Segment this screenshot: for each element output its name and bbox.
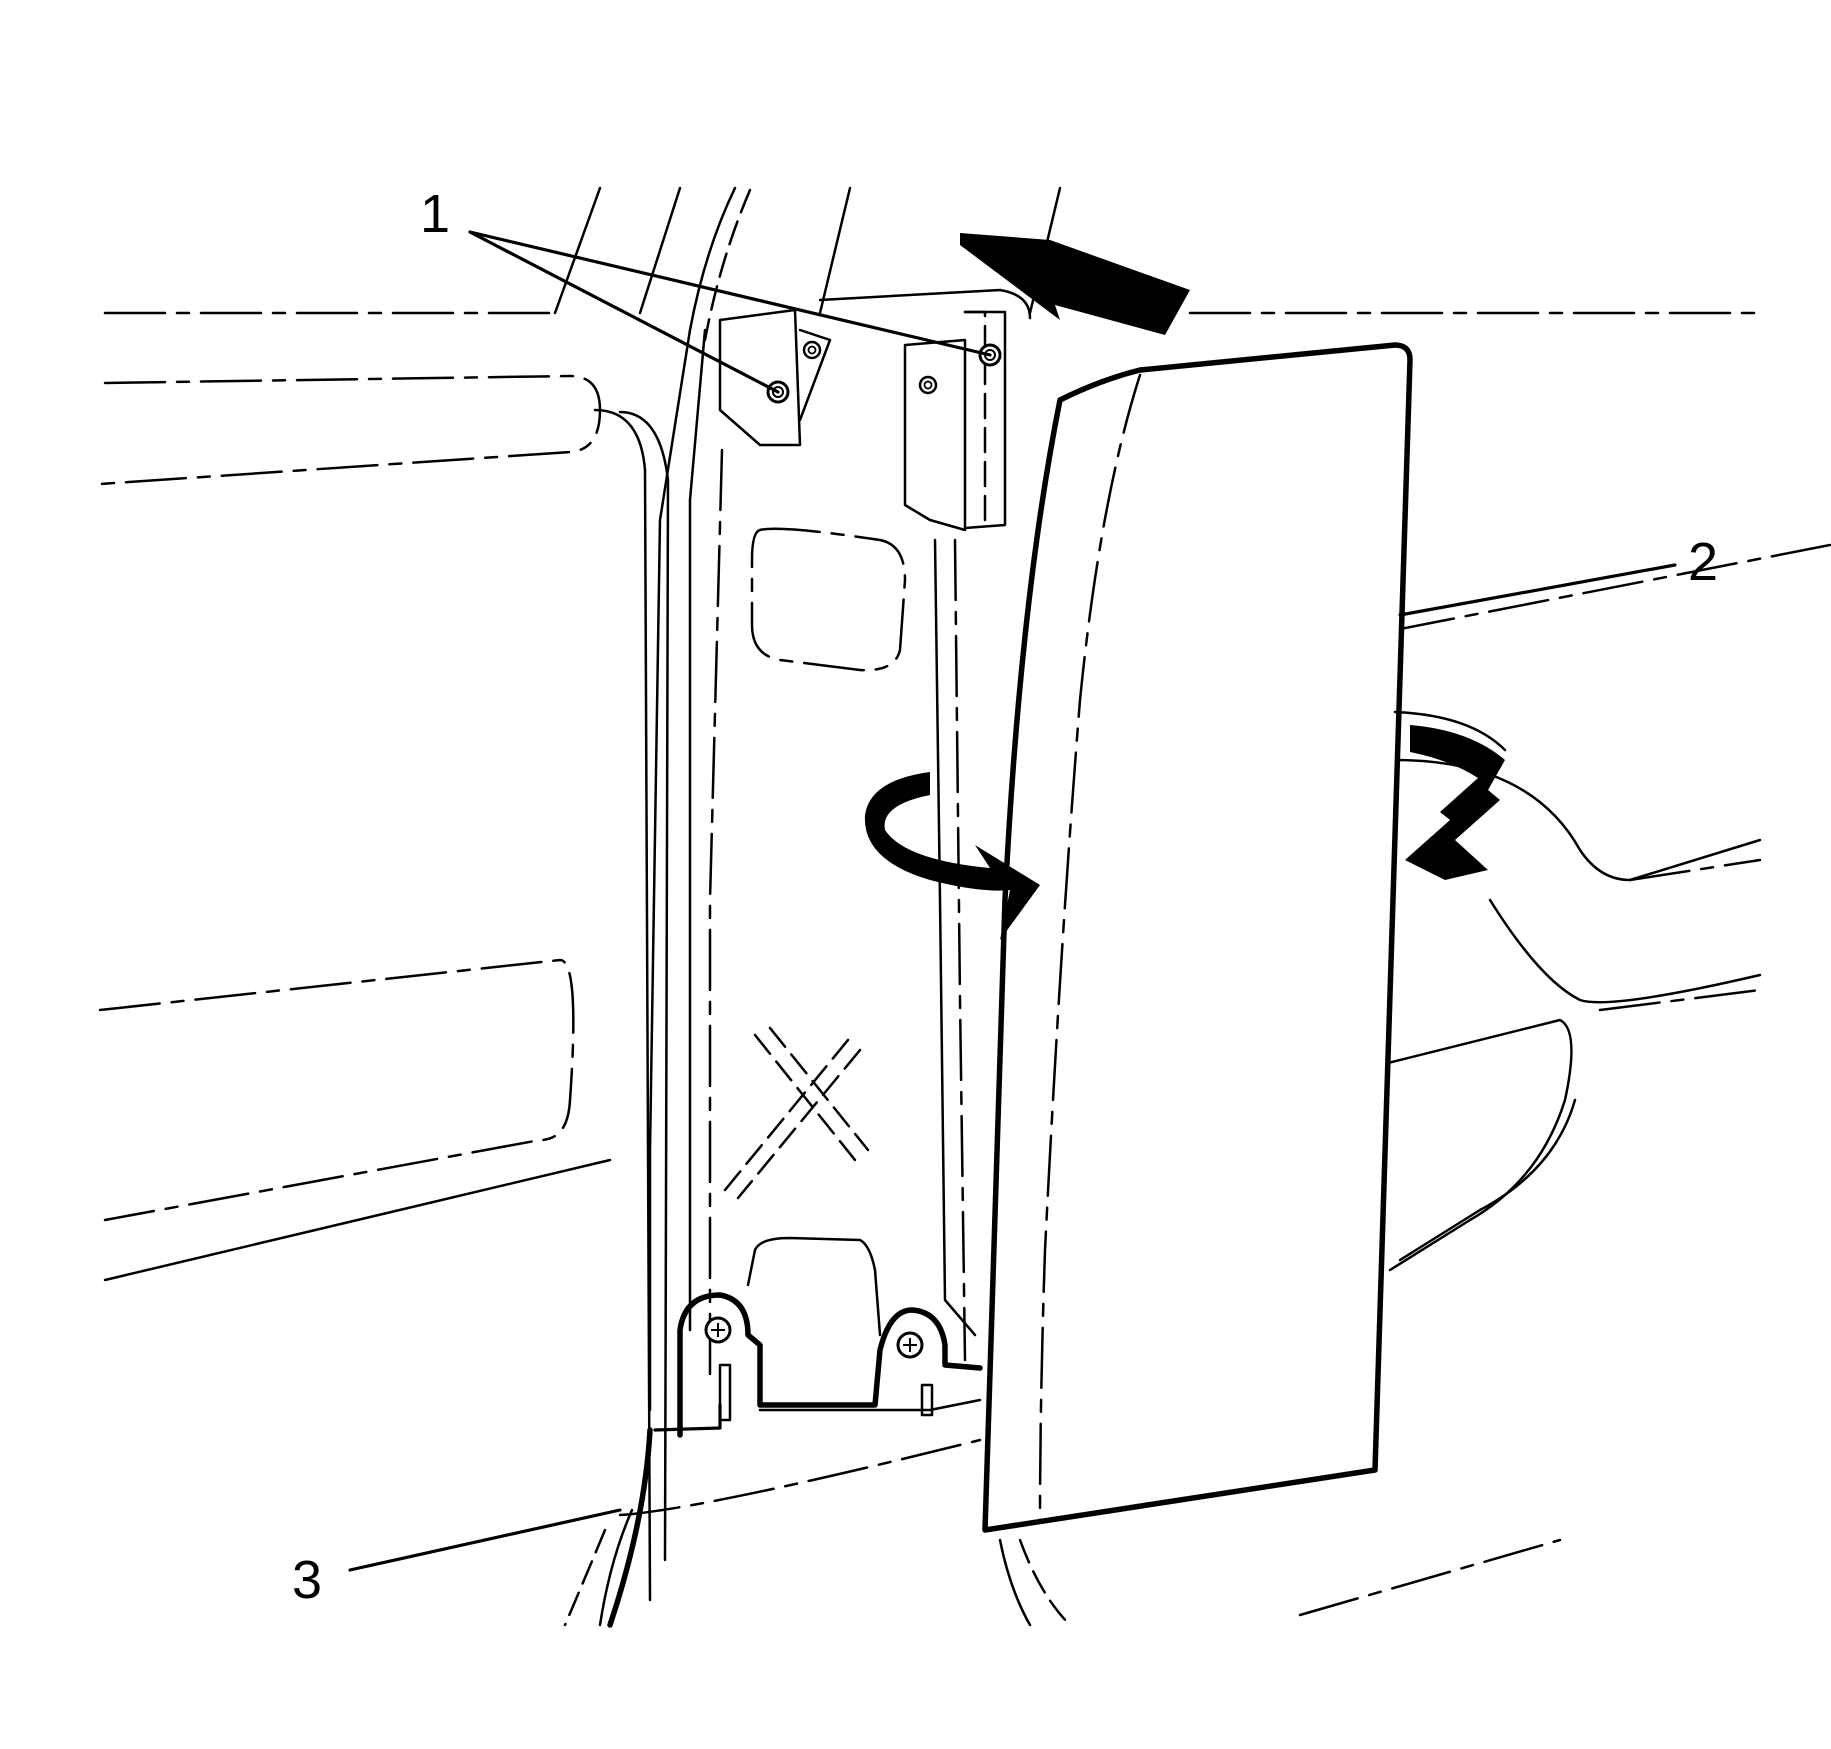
push-arrow-icon xyxy=(960,233,1190,335)
front-window-sill xyxy=(98,374,602,486)
lower-fasteners xyxy=(704,1316,924,1359)
vehicle-body-structure xyxy=(98,311,1831,1617)
rotate-arrow-right-shape xyxy=(1405,725,1505,880)
upper-bracket-right-dashed xyxy=(963,310,987,532)
pillar-top-line-1 xyxy=(553,186,602,315)
rear-window-line xyxy=(1393,543,1831,632)
rotate-arrow-right-tail xyxy=(1393,710,1507,752)
leader-1a xyxy=(468,230,780,394)
leader-1b xyxy=(468,230,992,357)
lower-retainer-outline xyxy=(677,1292,983,1438)
pillar-top-line-2 xyxy=(638,186,682,315)
pillar-x-stamp-b2 xyxy=(736,1048,862,1200)
push-arrow-shape xyxy=(960,233,1190,335)
callout-3: 3 xyxy=(292,1550,322,1610)
upper-bracket-left xyxy=(718,308,802,447)
pillar-left-edge xyxy=(648,186,737,1412)
pillar-base-curve-right-dashed xyxy=(1018,1538,1072,1627)
rear-door-handle-recess-inner xyxy=(1398,1098,1577,1262)
screw-icon xyxy=(918,375,938,395)
rear-sill-line xyxy=(1298,1538,1562,1617)
pillar-left-dashed xyxy=(703,188,752,342)
leader-lines xyxy=(348,230,1677,1572)
pillar-access-hole-upper xyxy=(750,527,907,672)
b-pillar xyxy=(553,186,1072,1628)
retainer-slot-right xyxy=(920,1383,934,1417)
rotate-arrow-icon xyxy=(864,772,1040,940)
front-door-edge-inner xyxy=(618,410,670,1562)
leader-3 xyxy=(348,1508,622,1572)
pillar-inner-left xyxy=(688,328,707,1332)
front-door-lower-line xyxy=(103,1158,612,1282)
front-door-edge xyxy=(593,408,652,1602)
pillar-base-edge-bold xyxy=(607,1427,653,1628)
upper-bracket-top-edge xyxy=(818,288,1032,320)
rotate-arrow-icon xyxy=(1393,710,1507,880)
rotate-arrow-left-shape xyxy=(864,772,1040,940)
upper-brackets xyxy=(718,288,1032,532)
rear-door-handle-recess xyxy=(1378,1018,1573,1272)
pillar-top-line-3 xyxy=(818,186,852,315)
pillar-base-curve-left-dashed xyxy=(563,1528,607,1627)
lower-retainer-base xyxy=(758,1398,982,1412)
leader-2 xyxy=(1398,563,1677,617)
upper-bracket-left-tab xyxy=(798,328,832,422)
rear-door-contour-lower xyxy=(1488,898,1762,1004)
lower-pocket-outline xyxy=(746,1236,882,1337)
pillar-inner-left-dashed xyxy=(708,448,724,1382)
callout-1: 1 xyxy=(420,184,450,244)
pillar-base-curve-right xyxy=(998,1538,1032,1627)
sill-line-center xyxy=(618,1438,982,1517)
front-door-panel xyxy=(98,958,575,1222)
retainer-slot-left xyxy=(718,1363,732,1422)
pillar-x-stamp-a xyxy=(753,1033,857,1162)
upper-bracket-right xyxy=(903,338,967,532)
screw-icon xyxy=(802,340,822,360)
screw-icon xyxy=(896,1331,924,1359)
trim-panel-inner-edge xyxy=(1038,373,1142,1522)
pillar-inner-right-dashed xyxy=(953,538,967,1362)
rear-door-contour-upper-b xyxy=(1628,858,1762,882)
screw-icon xyxy=(704,1316,732,1344)
pillar-base-curve-left xyxy=(598,1508,634,1627)
pillar-inner-right xyxy=(933,538,977,1337)
pillar-x-stamp-b xyxy=(723,1038,850,1192)
callout-2: 2 xyxy=(1688,532,1718,592)
rear-door-contour-lower-b xyxy=(1598,988,1762,1012)
pillar-x-stamp-a2 xyxy=(768,1026,870,1152)
b-pillar-trim-panel xyxy=(982,342,1413,1533)
upper-bracket-right-back xyxy=(963,310,1007,530)
